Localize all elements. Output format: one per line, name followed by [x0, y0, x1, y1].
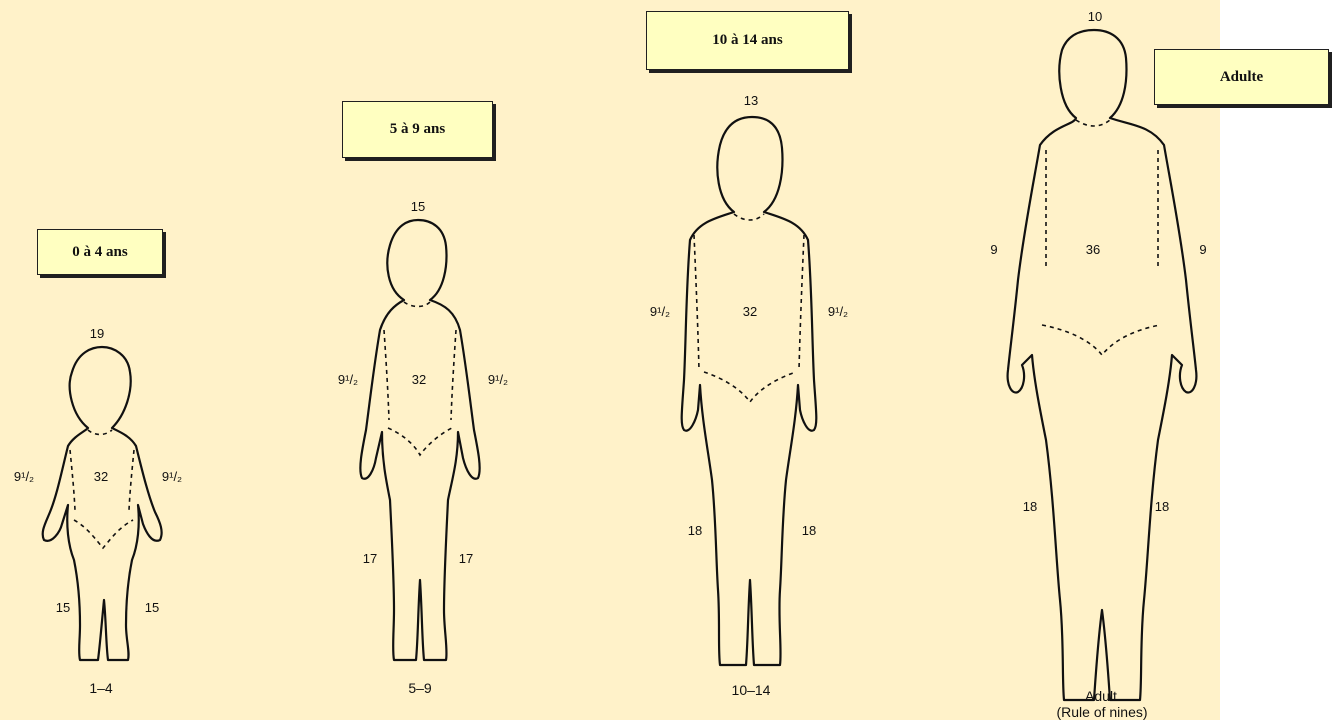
- figure-5-9: [360, 220, 479, 660]
- figure-adult: [1008, 30, 1197, 700]
- age-box-label: 5 à 9 ans: [390, 121, 445, 138]
- label-trunk-5-9: 32: [412, 373, 426, 387]
- age-box-10-14: 10 à 14 ans: [646, 11, 849, 70]
- label-arm-right-1-4: 9¹/₂: [162, 470, 182, 484]
- age-box-0-4: 0 à 4 ans: [37, 229, 163, 275]
- label-trunk-adult: 36: [1086, 243, 1100, 257]
- label-head-1-4: 19: [90, 327, 104, 341]
- label-leg-right-adult: 18: [1155, 500, 1169, 514]
- age-box-label: Adulte: [1220, 69, 1263, 86]
- label-trunk-10-14: 32: [743, 305, 757, 319]
- label-leg-right-1-4: 15: [145, 601, 159, 615]
- caption-10-14: 10–14: [732, 683, 771, 697]
- label-leg-right-10-14: 18: [802, 524, 816, 538]
- label-arm-left-5-9: 9¹/₂: [338, 373, 358, 387]
- label-head-10-14: 13: [744, 94, 758, 108]
- age-box-label: 0 à 4 ans: [72, 244, 127, 261]
- caption-adult: Adult: [1085, 689, 1117, 703]
- caption-1-4: 1–4: [89, 681, 112, 695]
- caption-5-9: 5–9: [408, 681, 431, 695]
- label-leg-left-5-9: 17: [363, 552, 377, 566]
- label-arm-right-5-9: 9¹/₂: [488, 373, 508, 387]
- figure-10-14: [682, 117, 817, 665]
- label-trunk-1-4: 32: [94, 470, 108, 484]
- label-arm-left-10-14: 9¹/₂: [650, 305, 670, 319]
- label-arm-right-10-14: 9¹/₂: [828, 305, 848, 319]
- caption-adult-sub: (Rule of nines): [1056, 705, 1147, 719]
- label-arm-left-adult: 9: [990, 243, 997, 257]
- label-arm-right-adult: 9: [1199, 243, 1206, 257]
- age-box-label: 10 à 14 ans: [712, 32, 782, 49]
- label-leg-left-10-14: 18: [688, 524, 702, 538]
- label-leg-right-5-9: 17: [459, 552, 473, 566]
- age-box-5-9: 5 à 9 ans: [342, 101, 493, 158]
- label-leg-left-1-4: 15: [56, 601, 70, 615]
- label-leg-left-adult: 18: [1023, 500, 1037, 514]
- label-head-adult: 10: [1088, 10, 1102, 24]
- label-arm-left-1-4: 9¹/₂: [14, 470, 34, 484]
- age-box-adult: Adulte: [1154, 49, 1329, 105]
- label-head-5-9: 15: [411, 200, 425, 214]
